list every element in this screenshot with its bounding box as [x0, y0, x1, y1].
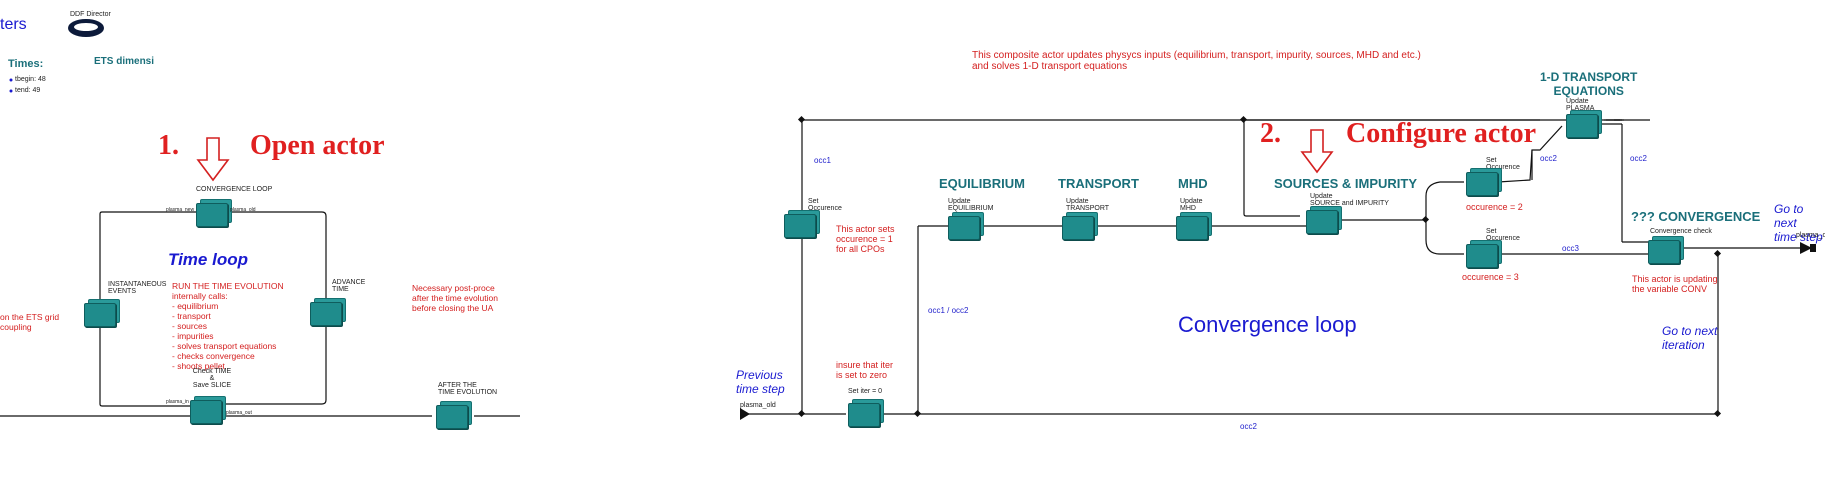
open-actor-arrow — [196, 137, 230, 182]
set-occurence-3-actor[interactable] — [1466, 240, 1502, 268]
tbegin-param[interactable]: tbegin: 48 — [15, 76, 46, 83]
update-sources-label: Update SOURCE and IMPURITY — [1310, 193, 1389, 207]
post-process-note: Necessary post-proce after the time evol… — [412, 283, 498, 313]
after-time-evolution-label: AFTER THE TIME EVOLUTION — [438, 382, 498, 396]
callout-arrows — [196, 129, 1334, 182]
convergence-check-actor[interactable] — [1648, 236, 1684, 264]
conv-update-note: This actor is updating the variable CONV — [1632, 274, 1718, 294]
port-arrows — [740, 242, 1816, 420]
director-label: DDF Director — [70, 11, 111, 18]
update-equilibrium-actor[interactable] — [948, 212, 984, 240]
check-time-actor[interactable] — [190, 396, 226, 424]
set-occurence-3-label: Set Occurence — [1486, 228, 1520, 242]
heading-sources-impurity: SOURCES & IMPURITY — [1274, 176, 1418, 191]
heading-convergence: ??? CONVERGENCE — [1631, 209, 1761, 224]
update-transport-label: Update TRANSPORT — [1066, 198, 1110, 212]
link-occ2-bottom: occ2 — [1240, 422, 1257, 431]
plasma-old-port[interactable]: plasma_old — [740, 402, 776, 409]
update-plasma-actor[interactable] — [1566, 110, 1602, 138]
occurence-2-note: occurence = 2 — [1466, 202, 1523, 212]
ddf-director-icon — [68, 19, 104, 37]
heading-equilibrium: EQUILIBRIUM — [939, 176, 1025, 191]
composite-description: This composite actor updates physycs inp… — [972, 50, 1421, 72]
instantaneous-events-label: INSTANTANEOUS EVENTS — [108, 281, 167, 295]
heading-1d-transport: 1-D TRANSPORT EQUATIONS — [1540, 70, 1638, 98]
update-equilibrium-label: Update EQUILIBRIUM — [948, 198, 994, 212]
update-mhd-actor[interactable] — [1176, 212, 1212, 240]
junctions — [797, 115, 1722, 418]
set-occurence-2-actor[interactable] — [1466, 168, 1502, 196]
heading-mhd: MHD — [1178, 176, 1208, 191]
callout-open-actor: Open actor — [250, 130, 385, 161]
go-next-time-step-label: Go to next time step — [1774, 202, 1823, 244]
advance-time-actor[interactable] — [310, 298, 346, 326]
update-sources-actor[interactable] — [1306, 206, 1342, 234]
port-plasma-in: plasma_in — [166, 399, 189, 405]
port-plasma-new: plasma_new — [166, 207, 195, 213]
iter-zero-note: insure that iter is set to zero — [836, 360, 894, 380]
link-occ1: occ1 — [814, 156, 831, 165]
link-occ1-occ2: occ1 / occ2 — [928, 306, 969, 315]
port-plasma-out: plasma_out — [226, 410, 252, 416]
advance-time-label: ADVANCE TIME — [332, 279, 366, 293]
times-label: Times: — [8, 58, 44, 70]
set-iter-label: Set iter = 0 — [848, 388, 883, 395]
set-occurence-label: Set Occurence — [808, 198, 842, 212]
previous-time-step-label: Previous time step — [736, 368, 785, 396]
update-transport-actor[interactable] — [1062, 212, 1098, 240]
link-occ2-right: occ2 — [1630, 154, 1647, 163]
time-loop-title: Time loop — [168, 250, 248, 269]
set-iter-actor[interactable] — [848, 399, 884, 427]
update-mhd-label: Update MHD — [1180, 198, 1203, 212]
update-plasma-label: Update PLASMA — [1566, 98, 1595, 112]
convergence-loop-title: Convergence loop — [1178, 312, 1357, 337]
configure-actor-arrow — [1300, 129, 1334, 174]
set-occurence-actor[interactable] — [784, 210, 820, 238]
callout-number-2: 2. — [1260, 118, 1281, 149]
go-next-iteration-label: Go to next iteration — [1662, 324, 1718, 352]
run-evolution-notes: RUN THE TIME EVOLUTION internally calls:… — [172, 281, 284, 371]
occurence-1-note: This actor sets occurence = 1 for all CP… — [836, 224, 895, 254]
convergence-check-label: Convergence check — [1650, 228, 1712, 235]
occurence-3-note: occurence = 3 — [1462, 272, 1519, 282]
convergence-loop-actor-label: CONVERGENCE LOOP — [196, 186, 273, 193]
heading-transport: TRANSPORT — [1058, 176, 1139, 191]
plasma-out-port[interactable]: plasma_o — [1796, 232, 1825, 239]
tend-param[interactable]: tend: 49 — [15, 87, 41, 94]
callout-configure-actor: Configure actor — [1346, 118, 1536, 149]
title-fragment: ters — [0, 16, 27, 33]
set-occurence-2-label: Set Occurence — [1486, 157, 1520, 171]
check-time-label: Check TIME & Save SLICE — [192, 368, 232, 389]
ets-dimensions-label: ETS dimensi — [94, 56, 155, 67]
left-cut-note: on the ETS grid coupling — [0, 312, 60, 332]
link-occ3: occ3 — [1562, 244, 1579, 253]
convergence-loop-actor[interactable] — [196, 199, 232, 227]
link-occ2-mid: occ2 — [1540, 154, 1557, 163]
instantaneous-events-actor[interactable] — [84, 299, 120, 327]
callout-number-1: 1. — [158, 130, 179, 161]
port-plasma-old: plasma_old — [230, 207, 256, 213]
after-time-evolution-actor[interactable] — [436, 401, 472, 429]
